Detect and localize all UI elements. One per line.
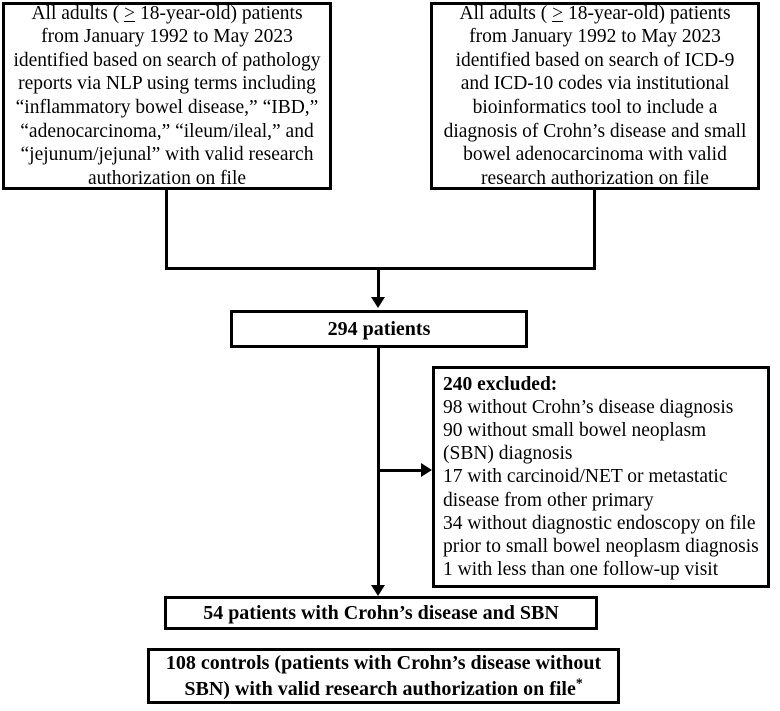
arrow-to-excluded [421,463,432,477]
source-icd-box: All adults ( > 18-year-old) patients fro… [430,2,760,190]
excluded-reason-1: 98 without Crohn’s disease diagnosis [443,396,734,418]
source-pathology-line-8: authorization on file [87,167,247,189]
connector-excluded-branch [377,469,422,472]
controls-box: 108 controls (patients with Crohn’s dise… [147,648,620,704]
source-pathology-box: All adults ( > 18-year-old) patients fro… [2,2,332,190]
source-pathology-line-4: reports via NLP using terms including [18,73,316,95]
excluded-reason-4: 34 without diagnostic endoscopy on file … [443,512,759,557]
source-pathology-text: All adults ( > 18-year-old) patients fro… [5,2,329,191]
source-icd-line-4: and ICD-10 codes via institutional [460,73,730,95]
arrow-merge-to-total [371,297,385,308]
source-icd-line-7: bowel adenocarcinoma with valid [463,144,727,166]
source-pathology-line-7: “jejunum/jejunal” with valid research [20,144,314,166]
source-pathology-line-1: All adults ( > 18-year-old) patients [31,2,303,24]
source-icd-line-1: All adults ( > 18-year-old) patients [459,2,731,24]
excluded-reason-5: 1 with less than one follow-up visit [443,559,719,581]
connector-icd-drop [593,190,596,270]
cases-box: 54 patients with Crohn’s disease and SBN [164,596,598,630]
source-pathology-line-2: from January 1992 to May 2023 [41,26,293,48]
source-pathology-line-5: “inflammatory bowel disease,” “IBD,” [15,97,319,118]
source-icd-line-2: from January 1992 to May 2023 [469,26,721,48]
controls-text: 108 controls (patients with Crohn’s dise… [150,650,617,702]
total-patients-box: 294 patients [230,310,528,348]
excluded-reason-3: 17 with carcinoid/NET or metastatic dise… [443,466,728,511]
excluded-reason-2: 90 without small bowel neoplasm (SBN) di… [443,419,707,465]
controls-line-1: 108 controls (patients with Crohn’s dise… [165,652,602,674]
greater-equal-symbol: > [124,2,136,24]
connector-merge-to-total [377,267,380,299]
arrow-total-to-cases [371,585,385,596]
controls-line-2: SBN) with valid research authorization o… [184,678,576,700]
source-icd-text: All adults ( > 18-year-old) patients fro… [433,2,757,191]
connector-total-trunk [377,348,380,588]
source-icd-line-5: bioinformatics tool to include a [472,97,718,118]
excluded-box: 240 excluded: 98 without Crohn’s disease… [432,366,770,588]
source-pathology-line-6: “adenocarcinoma,” “ileum/ileal,” and [20,120,314,142]
source-icd-line-8: research authorization on file [481,167,709,189]
connector-pathology-drop [165,190,168,270]
source-pathology-line-3: identified based on search of pathology [13,49,321,71]
source-icd-line-3: identified based on search of ICD-9 [455,49,735,71]
greater-equal-symbol: > [552,2,564,24]
total-patients-label: 294 patients [327,318,431,340]
source-icd-line-6: diagnosis of Crohn’s disease and small [443,120,747,142]
excluded-heading: 240 excluded: [443,373,558,395]
excluded-text: 240 excluded: 98 without Crohn’s disease… [435,373,767,582]
cases-label: 54 patients with Crohn’s disease and SBN [203,602,559,624]
controls-footnote-marker: * [575,675,583,691]
connector-merge-bar [165,267,596,270]
